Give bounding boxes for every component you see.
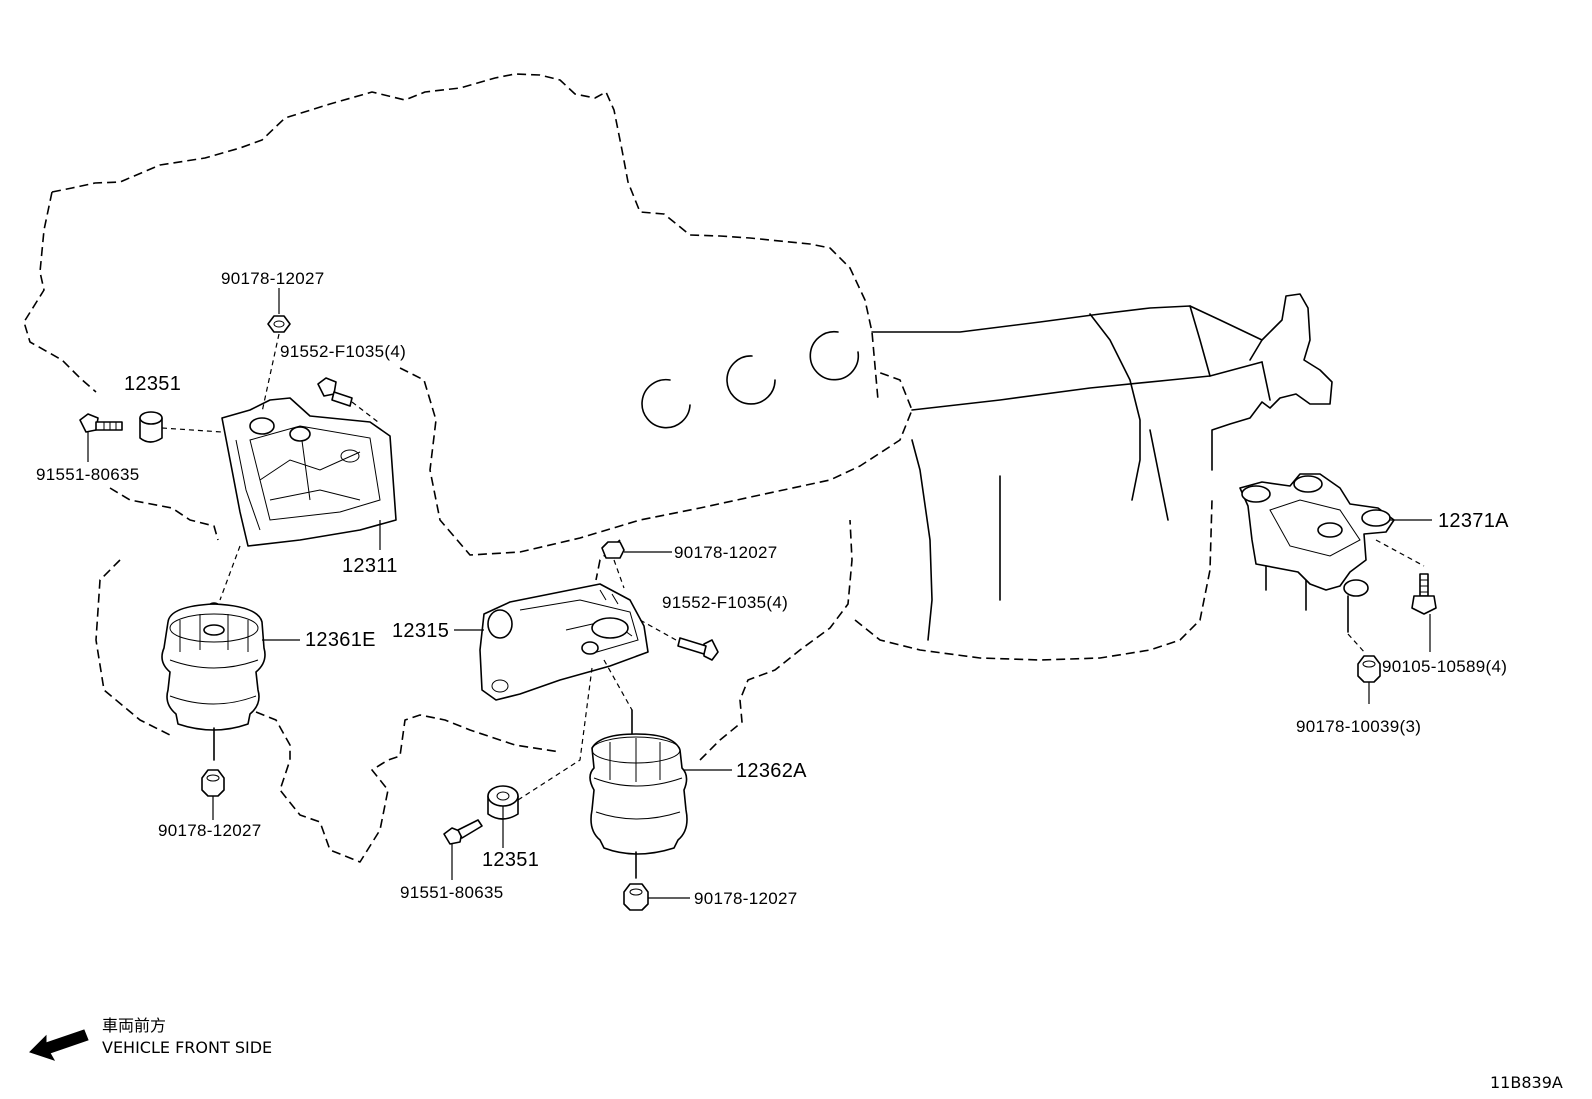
bolt-top-left bbox=[317, 377, 353, 407]
bolt-center-lower bbox=[443, 819, 483, 845]
bracket-12311 bbox=[221, 397, 397, 547]
bolt-left bbox=[79, 413, 123, 433]
front-side-english: VEHICLE FRONT SIDE bbox=[102, 1038, 272, 1057]
label-nut-center-bottom: 90178-12027 bbox=[694, 889, 798, 908]
label-bracket-left: 12311 bbox=[342, 555, 398, 577]
engine-outline bbox=[23, 73, 1213, 863]
insulator-12361e bbox=[161, 602, 266, 761]
label-nut-bottom-left: 90178-12027 bbox=[158, 821, 262, 840]
nut-center bbox=[601, 541, 625, 559]
arrow-left-icon bbox=[29, 1029, 89, 1061]
nut-bottom-left bbox=[201, 769, 225, 797]
label-rear-mount: 12371A bbox=[1438, 510, 1509, 532]
label-bolt-center-lower: 91551-80635 bbox=[400, 883, 504, 902]
cylinder-circle bbox=[641, 378, 691, 429]
label-nut-rear: 90178-10039(3) bbox=[1296, 717, 1421, 736]
label-bracket-center: 12315 bbox=[392, 620, 449, 642]
label-spacer-center: 12351 bbox=[482, 849, 539, 871]
mount-12371a bbox=[1239, 473, 1395, 633]
front-side-legend: 車両前方 VEHICLE FRONT SIDE bbox=[29, 1016, 272, 1061]
bolt-rear bbox=[1411, 573, 1437, 615]
nut-center-bottom bbox=[623, 883, 649, 911]
label-nut-top-left: 90178-12027 bbox=[221, 269, 325, 288]
label-insulator-left: 12361E bbox=[305, 629, 376, 651]
cylinder-circle bbox=[726, 355, 776, 405]
label-insulator-right: 12362A bbox=[736, 760, 807, 782]
nut-top-left bbox=[267, 315, 291, 333]
label-bolt-rear: 90105-10589(4) bbox=[1382, 657, 1507, 676]
part-labels: 90178-12027 91552-F1035(4) 12351 91551-8… bbox=[36, 269, 1509, 908]
leader-lines bbox=[87, 288, 1432, 899]
nut-rear bbox=[1357, 655, 1381, 683]
bolt-center bbox=[677, 637, 719, 661]
figure-code: 11B839A bbox=[1490, 1073, 1563, 1092]
transmission-outline bbox=[871, 293, 1333, 641]
connection-lines bbox=[161, 333, 1425, 801]
label-bolt-left: 91551-80635 bbox=[36, 465, 140, 484]
front-side-japanese: 車両前方 bbox=[102, 1016, 166, 1035]
cylinder-circle bbox=[809, 330, 860, 381]
spacer-left bbox=[139, 411, 163, 443]
label-nut-center: 90178-12027 bbox=[674, 543, 778, 562]
insulator-12362a bbox=[589, 709, 688, 879]
label-spacer-left: 12351 bbox=[124, 373, 181, 395]
bracket-12315 bbox=[479, 583, 649, 701]
label-bolt-center: 91552-F1035(4) bbox=[662, 593, 788, 612]
label-bolt-top-left: 91552-F1035(4) bbox=[280, 342, 406, 361]
